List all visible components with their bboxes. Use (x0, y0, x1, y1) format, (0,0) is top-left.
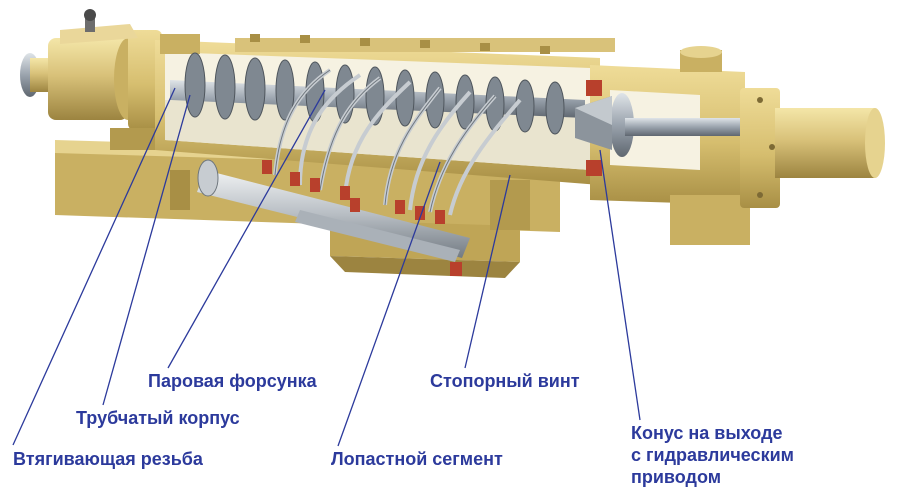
outlet-housing (575, 46, 750, 245)
leader-steam-nozzle (167, 89, 326, 369)
label-tubular-barrel: Трубчатый корпус (76, 408, 240, 428)
label-outlet-cone-line-3: приводом (631, 467, 722, 487)
leader-paddle-segment (337, 161, 441, 447)
label-stop-screw: Стопорный винт (430, 371, 580, 391)
hose-outlines (274, 69, 496, 213)
leader-tubular-barrel (102, 94, 191, 406)
drive-housing (20, 9, 170, 150)
leader-feed-screw (12, 87, 176, 446)
label-feed-screw: Втягивающая резьба (13, 449, 203, 469)
leader-lines (12, 87, 641, 447)
label-paddle-segment: Лопастной сегмент (331, 449, 503, 469)
label-outlet-cone: Конус на выходе с гидравлическим приводо… (631, 422, 794, 488)
label-outlet-cone-line-1: Конус на выходе (631, 423, 783, 443)
label-outlet-cone-line-2: с гидравлическим (631, 445, 794, 465)
hydraulic-cylinder (625, 88, 885, 208)
leader-stop-screw (464, 174, 511, 369)
leader-outlet-cone (599, 149, 641, 421)
screw-shaft (170, 52, 585, 135)
steam-manifold (197, 159, 470, 276)
label-steam-nozzle: Паровая форсунка (148, 371, 317, 391)
